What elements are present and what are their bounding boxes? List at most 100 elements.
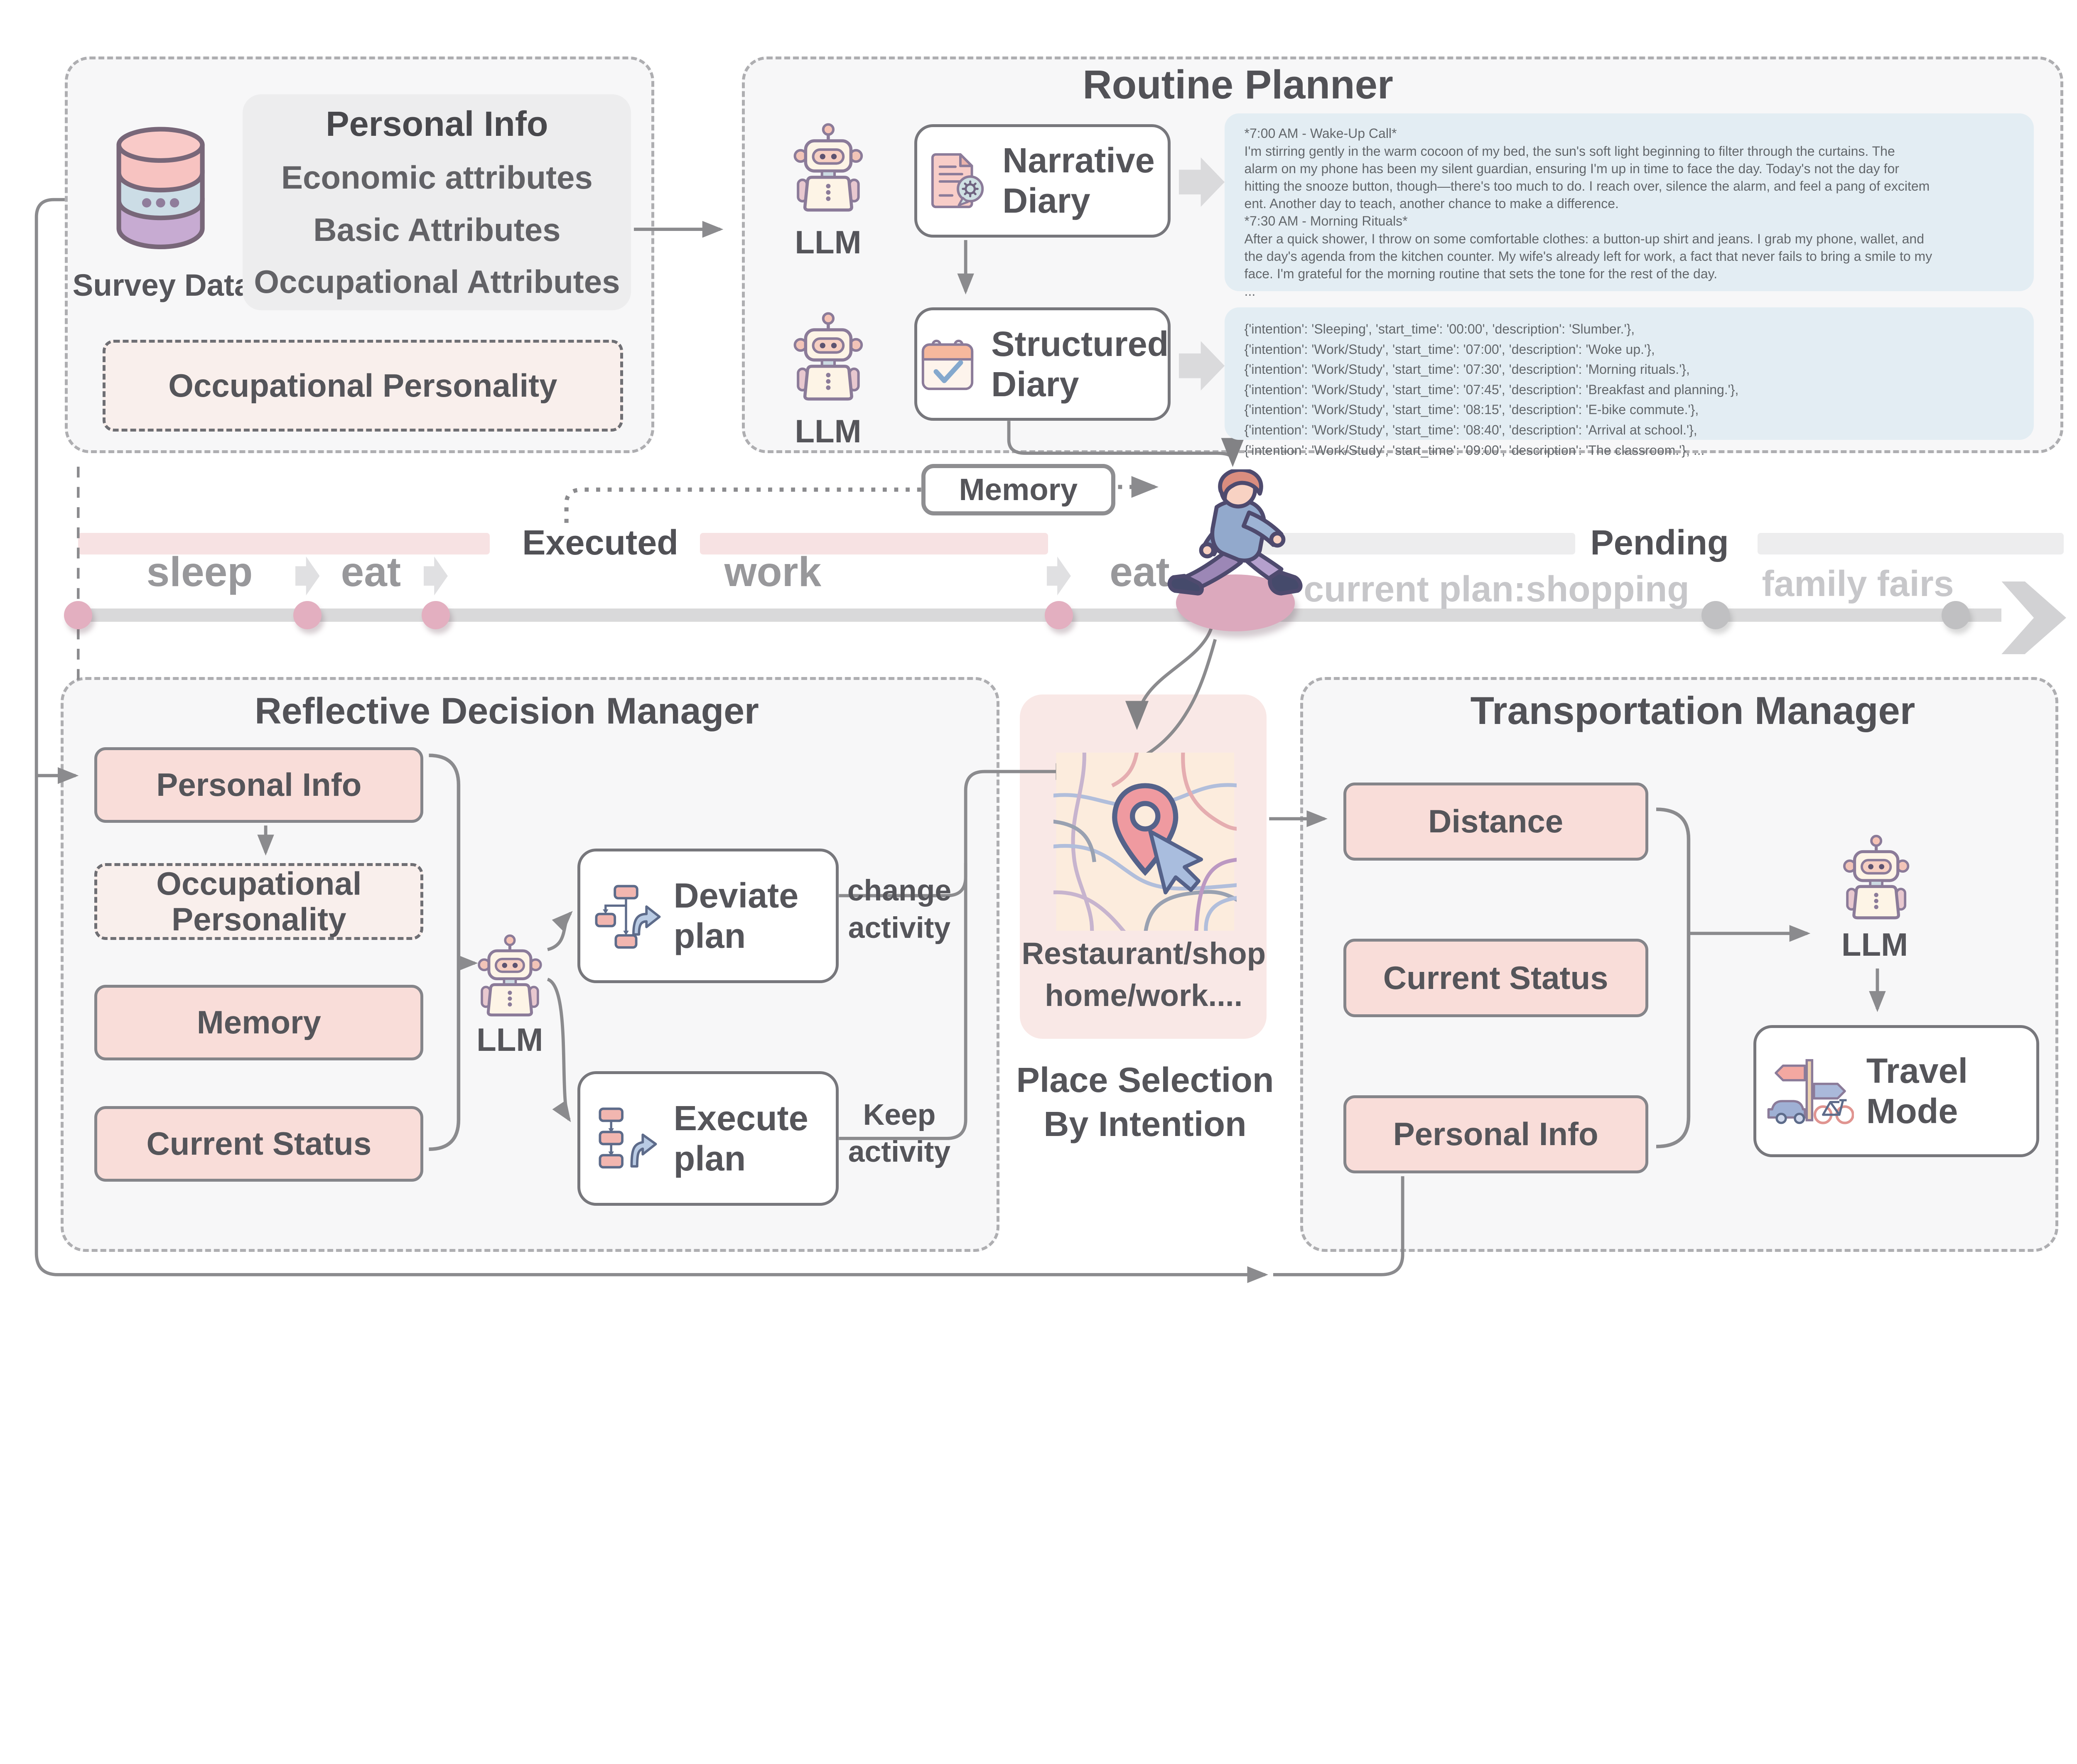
routine-planner-title-text: Routine Planner bbox=[1083, 61, 1393, 107]
pending-label: Pending bbox=[1590, 523, 1728, 562]
llm-robot-icon-narrative bbox=[793, 123, 863, 212]
change-activity-text: change activity bbox=[847, 874, 952, 945]
text-line: Economic attributes bbox=[281, 159, 593, 196]
structured-diary-box: Structured Diary bbox=[914, 307, 1171, 421]
current-plan-text: current plan:shopping bbox=[1304, 568, 1689, 609]
text-line: Basic Attributes bbox=[313, 211, 561, 248]
family-fairs-label: family fairs bbox=[1762, 562, 1954, 606]
text-line: hitting the snooze button, though—there'… bbox=[1244, 179, 1930, 194]
executed-text: Executed bbox=[522, 523, 678, 562]
llm-robot-icon-transportation bbox=[1843, 834, 1909, 920]
text-line: I'm stirring gently in the warm cocoon o… bbox=[1244, 143, 1895, 159]
travel-mode-icon bbox=[1767, 1059, 1854, 1124]
llm-text: LLM bbox=[795, 412, 862, 449]
occupational-personality-box-survey: Occupational Personality bbox=[102, 340, 623, 432]
text-line: alarm on my phone has been my silent gua… bbox=[1244, 161, 1899, 176]
llm-label-transportation: LLM bbox=[1804, 926, 1945, 963]
work-text: work bbox=[724, 548, 822, 595]
llm-label-narrative: LLM bbox=[764, 223, 893, 260]
travel-mode-text: Travel Mode bbox=[1866, 1051, 1968, 1131]
timeline-dot-3 bbox=[421, 601, 450, 629]
personal-info-text: Personal Info bbox=[156, 766, 362, 803]
llm-robot-icon-structured bbox=[793, 312, 863, 401]
current-status-text: Current Status bbox=[146, 1125, 372, 1162]
narrative-diary-box: Narrative Diary bbox=[914, 124, 1171, 238]
place-selection-caption-line2: By Intention bbox=[1043, 1104, 1247, 1143]
activity-sleep: sleep bbox=[135, 548, 265, 595]
distance-box: Distance bbox=[1343, 782, 1648, 861]
text-line: {'intention': 'Work/Study', 'start_time'… bbox=[1244, 362, 1690, 377]
place-selection-caption: Place Selection By Intention bbox=[979, 1060, 1311, 1144]
deviate-plan-text: Deviate plan bbox=[673, 876, 799, 956]
place-options-line2: home/work.... bbox=[1045, 978, 1243, 1013]
text-line: Personal Info bbox=[326, 104, 548, 144]
text-line: ent. Another day to teach, another chanc… bbox=[1244, 196, 1619, 211]
narrative-output-text: *7:00 AM - Wake-Up Call* I'm stirring gen… bbox=[1225, 113, 2034, 312]
eat-text: eat bbox=[341, 548, 401, 595]
timeline-dot-2 bbox=[293, 601, 322, 629]
llm-robot-icon-reflective bbox=[478, 935, 542, 1017]
place-selection-caption-line1: Place Selection bbox=[1016, 1060, 1274, 1100]
travel-mode-box: Travel Mode bbox=[1753, 1025, 2040, 1158]
execute-plan-icon bbox=[599, 1107, 657, 1169]
current-status-box-transportation: Current Status bbox=[1343, 939, 1648, 1017]
text-line: ... bbox=[1244, 284, 1256, 299]
routine-planner-title: Routine Planner bbox=[1059, 61, 1417, 107]
personal-info-box-transportation: Personal Info bbox=[1343, 1095, 1648, 1174]
executed-label: Executed bbox=[522, 523, 678, 562]
structured-diary-icon bbox=[921, 339, 974, 390]
text-line: the day's agenda from the kitchen counte… bbox=[1244, 248, 1932, 264]
occupational-personality-text: Occupational Personality bbox=[168, 367, 557, 404]
llm-text: LLM bbox=[1841, 926, 1908, 963]
activity-eat-1: eat bbox=[310, 548, 432, 595]
execute-plan-text: Execute plan bbox=[673, 1098, 808, 1178]
narrative-diary-icon bbox=[931, 153, 984, 209]
family-fairs-text: family fairs bbox=[1762, 563, 1954, 604]
survey-data-text: Survey Data bbox=[72, 268, 252, 303]
personal-info-text: Personal Info bbox=[1393, 1116, 1598, 1153]
text-line: face. I'm grateful for the morning routi… bbox=[1244, 266, 1718, 282]
text-line: {'intention': 'Sleeping', 'start_time': … bbox=[1244, 321, 1635, 336]
walking-person-icon bbox=[1167, 469, 1303, 596]
dotted-executed-to-memory bbox=[564, 487, 921, 524]
keep-activity-label: Keep activity bbox=[843, 1097, 955, 1170]
llm-label-structured: LLM bbox=[764, 412, 893, 449]
timeline-arrowhead-icon bbox=[2001, 581, 2067, 655]
structured-output-box: {'intention': 'Sleeping', 'start_time': … bbox=[1225, 307, 2034, 458]
text-line: {'intention': 'Work/Study', 'start_time'… bbox=[1244, 382, 1739, 397]
sleep-text: sleep bbox=[146, 548, 253, 595]
activity-work: work bbox=[708, 548, 838, 595]
distance-text: Distance bbox=[1428, 802, 1564, 839]
transportation-manager-title-text: Transportation Manager bbox=[1470, 689, 1915, 733]
current-plan-label: current plan:shopping bbox=[1304, 567, 1689, 611]
narrative-output-box: *7:00 AM - Wake-Up Call* I'm stirring gen… bbox=[1225, 113, 2034, 299]
narrative-diary-text: Narrative Diary bbox=[1002, 141, 1155, 221]
transportation-manager-title: Transportation Manager bbox=[1471, 689, 1915, 732]
memory-text: Memory bbox=[196, 1003, 321, 1040]
pending-band-left bbox=[1241, 532, 1576, 554]
chevron-icon-3 bbox=[1046, 556, 1071, 596]
deviate-plan-box: Deviate plan bbox=[577, 848, 839, 984]
structured-diary-text: Structured Diary bbox=[991, 324, 1169, 404]
keep-activity-text: Keep activity bbox=[848, 1098, 951, 1169]
text-line: After a quick shower, I throw on some co… bbox=[1244, 231, 1924, 246]
place-options-label: Restaurant/shop home/work.... bbox=[1021, 936, 1266, 1013]
text-line: {'intention': 'Work/Study', 'start_time'… bbox=[1244, 422, 1697, 438]
deviate-plan-icon bbox=[595, 885, 661, 949]
text-line: {'intention': 'Work/Study', 'start_time'… bbox=[1244, 341, 1655, 357]
timeline-dot-future-1 bbox=[1701, 601, 1730, 629]
timeline-dot-future-2 bbox=[1941, 601, 1970, 629]
map-icon bbox=[1053, 753, 1237, 931]
text-line: Occupational Attributes bbox=[254, 263, 620, 300]
structured-output-text: {'intention': 'Sleeping', 'start_time': … bbox=[1225, 307, 2034, 471]
llm-label-reflective: LLM bbox=[439, 1021, 580, 1058]
text-line: *7:00 AM - Wake-Up Call* bbox=[1244, 126, 1397, 141]
place-options-line1: Restaurant/shop bbox=[1021, 936, 1266, 971]
text-line: {'intention': 'Work/Study', 'start_time'… bbox=[1244, 402, 1699, 417]
llm-text: LLM bbox=[795, 223, 862, 260]
survey-data-label: Survey Data bbox=[54, 267, 270, 304]
memory-box-timeline: Memory bbox=[921, 464, 1116, 515]
pending-band-right bbox=[1757, 532, 2064, 554]
personal-info-box-reflective: Personal Info bbox=[94, 747, 424, 823]
